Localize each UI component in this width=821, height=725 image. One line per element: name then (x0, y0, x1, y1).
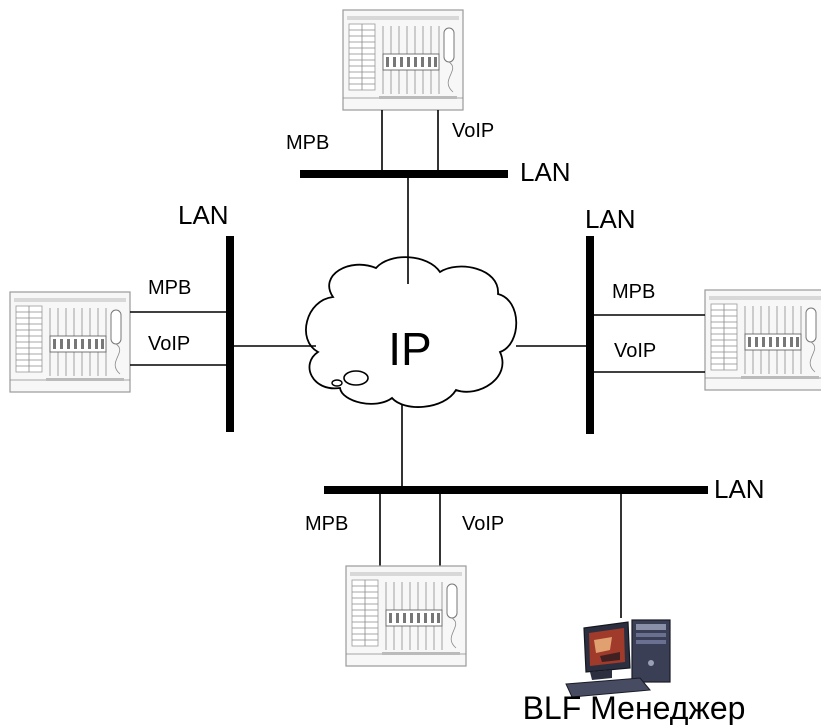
lan-label-bottom: LAN (714, 474, 765, 504)
pbx-top-icon (342, 9, 464, 111)
voip-label-left: VoIP (148, 333, 190, 355)
lan-label-right: LAN (585, 204, 636, 234)
mpb-label-right: MPB (612, 281, 655, 303)
voip-label-bottom: VoIP (462, 513, 504, 535)
mpb-label-bottom: MPB (305, 513, 348, 535)
pbx-bottom-icon (345, 565, 467, 667)
voip-label-top: VoIP (452, 120, 494, 142)
blf-manager-label: BLF Менеджер (523, 690, 746, 725)
lan-label-left: LAN (178, 200, 229, 230)
pbx-left-icon (9, 291, 131, 393)
mpb-label-top: MPB (286, 132, 329, 154)
ip-label: IP (388, 323, 431, 375)
pbx-right-icon (704, 289, 821, 391)
lan-label-top: LAN (520, 157, 571, 187)
voip-label-right: VoIP (614, 340, 656, 362)
desktop-computer-icon (565, 619, 671, 698)
mpb-label-left: MPB (148, 277, 191, 299)
